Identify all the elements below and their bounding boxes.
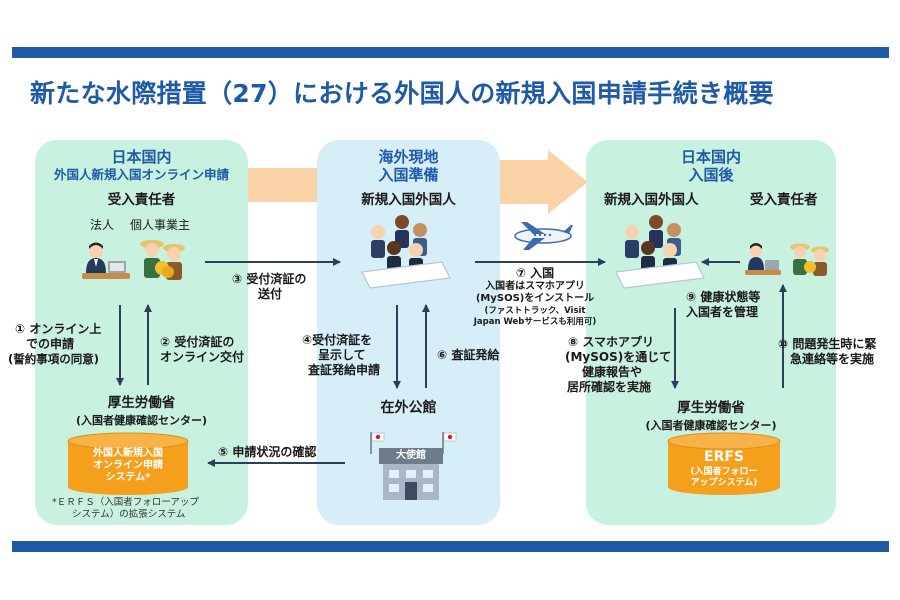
left-footnote-1: *ＥＲＦＳ（入国者フォローアップ — [52, 497, 199, 508]
right-ministry-sub: (入国者健康確認センター) — [645, 419, 777, 432]
step10-line1: ⑩ 問題発生時に緊 — [778, 337, 877, 351]
step5-label: ⑤ 申請状況の確認 — [218, 445, 317, 459]
left-sub-corporate: 法人 — [90, 218, 115, 232]
progress-big-arrow-2 — [500, 150, 588, 214]
page-title: 新たな水際措置（27）における外国人の新規入国申請手続き概要 — [30, 79, 774, 108]
step8-line2: (MySOS)を通じて — [565, 350, 672, 364]
host-individual-farmer-icon — [140, 240, 185, 280]
middle-header-line2: 入国準備 — [378, 166, 439, 184]
step7-line3: (ファストトラック、Visit — [484, 306, 586, 316]
step2-line2: オンライン交付 — [160, 350, 245, 364]
host-responsible-person-icon — [745, 243, 781, 275]
step8-line1: ⑧ スマホアプリ — [568, 335, 654, 349]
online-application-system-icon — [67, 432, 189, 495]
step1-line3: (誓約事項の同意) — [8, 352, 100, 366]
step10-line2: 急連絡等を実施 — [790, 352, 875, 366]
left-header-line1: 日本国内 — [111, 148, 172, 166]
erfs-sub-1: (入国者フォロー — [690, 467, 758, 477]
left-footnote-2: システム）の拡張システム — [72, 509, 186, 520]
step4-line3: 査証発給申請 — [308, 363, 381, 377]
middle-embassy-label: 在外公館 — [380, 400, 437, 416]
step4-line1: ④受付済証を — [302, 333, 373, 347]
step6-label: ⑥ 査証発給 — [437, 348, 500, 362]
step2-line1: ② 受付済証の — [160, 335, 235, 349]
erfs-system-icon — [667, 432, 781, 495]
right-header-line2: 入国後 — [688, 166, 734, 184]
foreigners-group-icon — [361, 215, 451, 289]
step8-line3: 健康報告や — [582, 365, 643, 379]
middle-header-line1: 海外現地 — [378, 148, 439, 166]
progress-big-arrow-1 — [248, 168, 317, 202]
left-system-label-1: 外国人新規入国 — [93, 448, 163, 459]
step1-line2: での申請 — [26, 337, 75, 351]
step4-line2: 呈示して — [318, 348, 366, 362]
right-role-host: 受入責任者 — [750, 192, 818, 208]
step9-line2: 入国者を管理 — [686, 305, 759, 319]
right-role-foreigner: 新規入国外国人 — [604, 192, 699, 208]
step3-line1: ③ 受付済証の — [232, 272, 307, 286]
step7-line4: Japan Webサービスも利用可) — [473, 317, 597, 327]
bottom-stripe — [12, 541, 889, 552]
step1-line1: ① オンライン上 — [15, 322, 102, 336]
left-role-host: 受入責任者 — [107, 192, 176, 208]
left-system-label-2: オンライン申請 — [93, 460, 163, 471]
erfs-sub-2: アップシステム) — [690, 478, 758, 488]
left-ministry-sub: (入国者健康確認センター) — [75, 414, 208, 427]
step7-line1: 入国者はスマホアプリ — [485, 281, 585, 292]
top-stripe — [12, 47, 889, 58]
embassy-building-icon — [370, 432, 457, 500]
host-corporate-person-icon — [82, 242, 130, 279]
step9-line1: ⑨ 健康状態等 — [686, 290, 761, 304]
left-header-line2: 外国人新規入国オンライン申請 — [53, 167, 229, 182]
left-ministry: 厚生労働省 — [107, 395, 176, 411]
embassy-sign: 大使館 — [396, 450, 426, 461]
right-ministry: 厚生労働省 — [677, 400, 745, 416]
host-farmer-icon — [790, 243, 829, 276]
left-sub-individual: 個人事業主 — [130, 218, 191, 232]
entered-foreigners-group-icon — [615, 215, 705, 289]
step3-line2: 送付 — [258, 287, 283, 301]
middle-role-foreigner: 新規入国外国人 — [361, 192, 456, 208]
erfs-title: ERFS — [704, 449, 744, 465]
step8-line4: 居所確認を実施 — [567, 380, 652, 394]
left-system-label-3: システム* — [105, 472, 151, 483]
right-header-line1: 日本国内 — [680, 148, 741, 166]
step7-title: ⑦ 入国 — [515, 266, 555, 280]
airplane-icon — [514, 222, 573, 250]
step7-line2: (MySOS)をインストール — [475, 293, 595, 304]
